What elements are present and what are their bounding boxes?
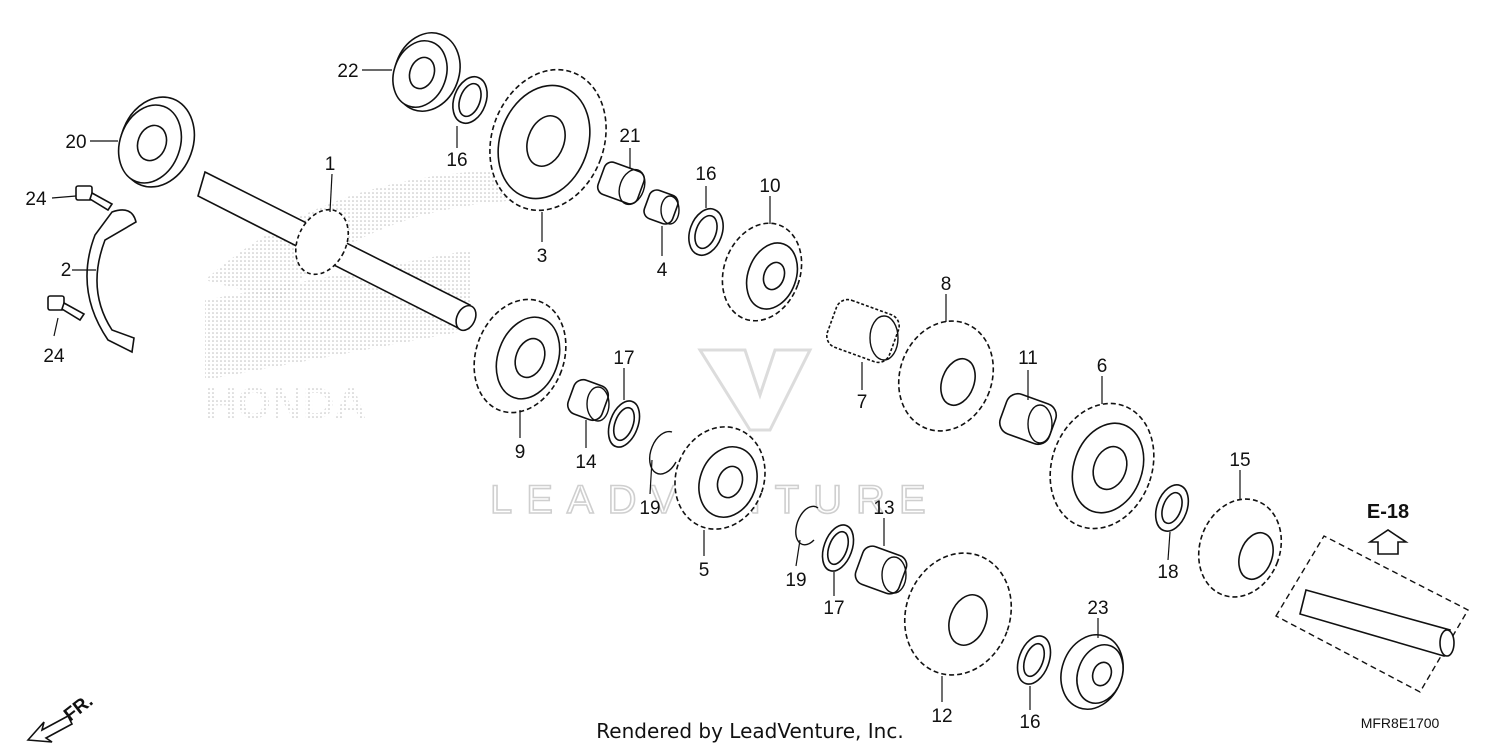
part-label-11[interactable]: 11 [1018,348,1038,369]
part-label-10[interactable]: 10 [759,176,780,197]
part-label-19-bottom[interactable]: 19 [785,570,806,591]
countershaft-reference[interactable] [1275,535,1469,693]
gear-9[interactable] [459,286,581,425]
front-direction-arrow-icon [26,714,74,743]
part-label-24-top[interactable]: 24 [25,189,47,210]
gear-6[interactable] [1033,389,1171,543]
part-label-14[interactable]: 14 [575,452,597,473]
honda-logo-text: HONDA [205,379,366,428]
spline-washer-17-bottom[interactable] [817,521,860,576]
bracket-2[interactable] [86,209,137,354]
part-label-17-top[interactable]: 17 [613,348,634,369]
part-labels: 1 2 3 4 5 6 7 8 9 10 11 12 13 14 15 16 1… [25,61,1250,733]
mainshaft-1[interactable] [197,170,480,334]
part-label-18[interactable]: 18 [1157,562,1178,583]
needle-bearing-21[interactable] [595,160,649,208]
part-label-21[interactable]: 21 [619,126,640,147]
part-label-19-top[interactable]: 19 [639,498,660,519]
spline-washer-17-top[interactable] [603,397,646,452]
part-label-8[interactable]: 8 [941,274,952,295]
part-label-22[interactable]: 22 [337,61,358,82]
thrust-washer-18[interactable] [1150,480,1195,535]
part-label-17-bottom[interactable]: 17 [823,598,844,619]
circlip-19-bottom[interactable] [795,505,819,546]
bolt-24-bottom[interactable] [47,295,86,322]
reference-up-arrow[interactable] [1367,529,1409,555]
part-label-13[interactable]: 13 [873,498,894,519]
part-label-15[interactable]: 15 [1229,450,1250,471]
part-label-3[interactable]: 3 [537,246,548,267]
part-label-5[interactable]: 5 [699,560,710,581]
needle-bearing-13[interactable] [853,543,910,596]
bushing-14[interactable] [565,377,611,423]
gear-12[interactable] [888,538,1028,690]
part-label-20[interactable]: 20 [65,132,86,153]
bearing-23[interactable] [1051,626,1133,718]
part-label-23[interactable]: 23 [1087,598,1108,619]
gear-10[interactable] [709,212,815,332]
collar-4[interactable] [642,188,680,226]
thrust-washer-16-bottom[interactable] [1011,631,1056,688]
bolt-24-top[interactable] [75,185,114,212]
part-label-24-bottom[interactable]: 24 [43,346,65,367]
gear-3[interactable] [471,53,625,227]
part-label-2[interactable]: 2 [61,260,72,281]
part-label-16-bottom[interactable]: 16 [1019,712,1040,733]
part-label-7[interactable]: 7 [857,392,868,413]
gear-15[interactable] [1185,487,1294,608]
reference-label-e18[interactable]: E-18 [1367,501,1409,523]
part-label-16-mid[interactable]: 16 [695,164,716,185]
thrust-washer-16-mid[interactable] [683,204,729,260]
bearing-22[interactable] [383,23,471,120]
part-label-16-top[interactable]: 16 [446,150,467,171]
part-label-12[interactable]: 12 [931,706,952,727]
needle-bearing-7[interactable] [823,296,902,366]
leader-lines [51,69,1241,710]
gear-5[interactable] [661,414,779,542]
part-label-9[interactable]: 9 [515,442,526,463]
bearing-20[interactable] [107,86,206,197]
part-label-1[interactable]: 1 [325,154,336,175]
render-credit: Rendered by LeadVenture, Inc. [596,719,903,743]
part-label-6[interactable]: 6 [1097,356,1108,377]
part-label-4[interactable]: 4 [657,260,668,281]
diagram-code: MFR8E1700 [1361,715,1440,731]
thrust-washer-16-top[interactable] [447,72,493,128]
gear-8[interactable] [884,308,1009,445]
bushing-11[interactable] [996,390,1059,447]
circlip-19-top[interactable] [648,430,677,475]
